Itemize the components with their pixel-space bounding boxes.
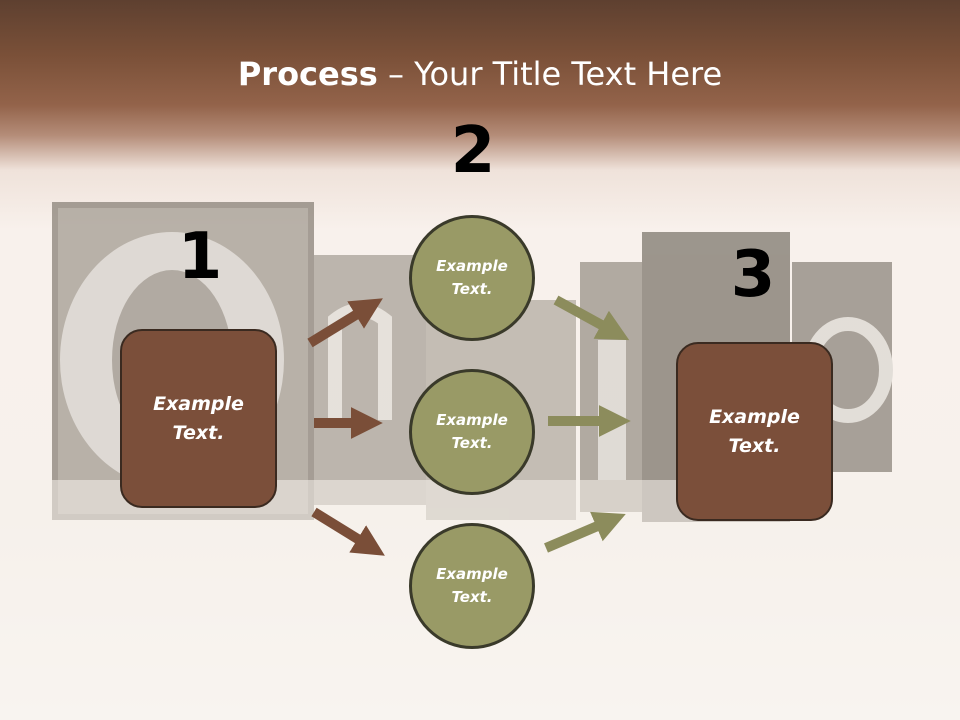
title-rest: – Your Title Text Here (377, 55, 723, 93)
arrow-circle3-to-box3 (544, 511, 626, 553)
circle-1-text: Example Text. (436, 257, 508, 298)
step-3-text: Example Text. (709, 405, 800, 457)
step-1-box: Example Text. (120, 329, 277, 508)
circle-3: Example Text. (409, 523, 535, 649)
step-number-1: 1 (177, 220, 223, 294)
circle-2: Example Text. (409, 369, 535, 495)
step-number-2: 2 (450, 114, 496, 188)
step-number-3: 3 (730, 238, 776, 312)
title-bold: Process (237, 55, 378, 93)
step-1-text: Example Text. (153, 392, 244, 444)
arrow-circle1-to-box3 (553, 295, 630, 341)
step-3-box: Example Text. (676, 342, 833, 521)
arrow-box1-to-circle3 (311, 507, 385, 556)
arrow-box1-to-circle1 (307, 298, 383, 348)
circle-1: Example Text. (409, 215, 535, 341)
circle-2-text: Example Text. (436, 411, 508, 452)
slide-title: Process – Your Title Text Here (0, 52, 960, 96)
circle-3-text: Example Text. (436, 565, 508, 606)
